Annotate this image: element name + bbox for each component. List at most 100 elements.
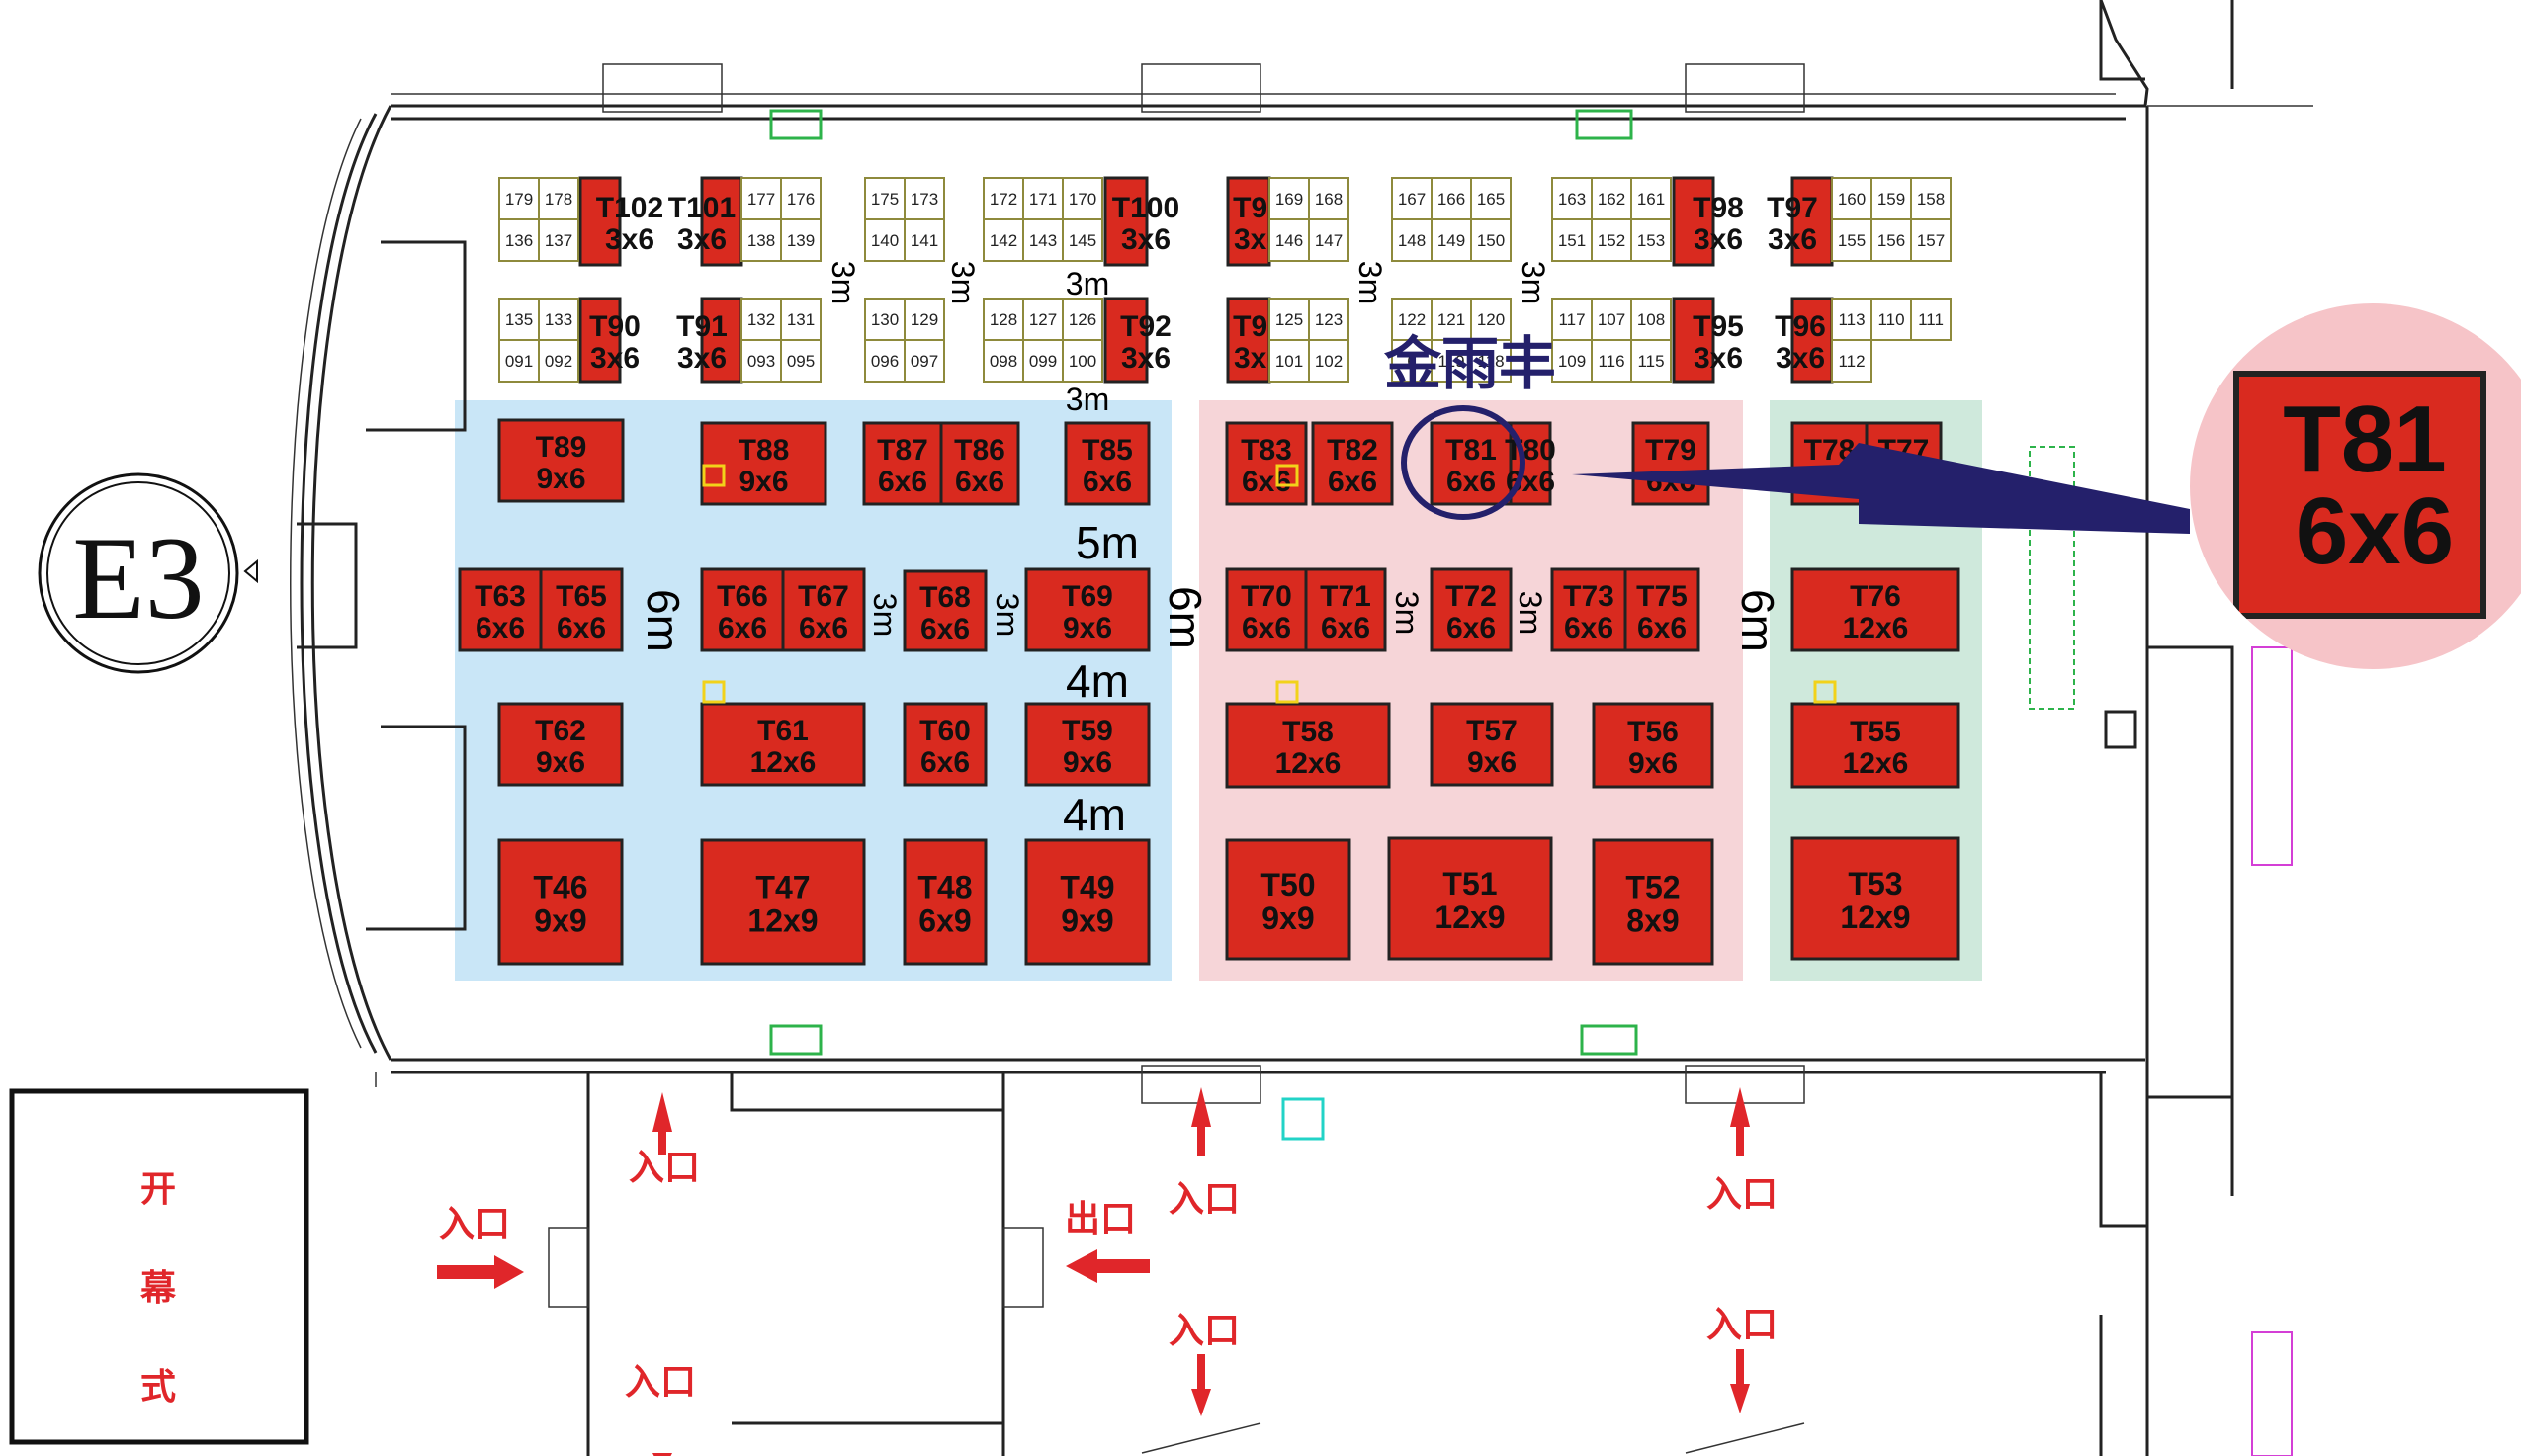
small-booth[interactable]: 107 (1591, 298, 1632, 341)
small-booth[interactable]: 123 (1308, 298, 1349, 341)
booth-rect[interactable] (1592, 838, 1714, 966)
small-booth[interactable]: 119 (1431, 339, 1472, 383)
booth-rect[interactable] (862, 421, 943, 506)
small-booth[interactable]: 110 (1870, 298, 1912, 341)
small-booth[interactable]: 147 (1308, 218, 1349, 262)
small-booth-rect[interactable] (538, 218, 579, 262)
small-booth[interactable]: 166 (1431, 177, 1472, 220)
small-booth[interactable]: 156 (1870, 218, 1912, 262)
small-booth-rect[interactable] (498, 218, 540, 262)
booth-rect[interactable] (539, 567, 624, 652)
booth-rect[interactable] (700, 702, 866, 787)
booth-rect[interactable] (497, 702, 624, 787)
small-booth[interactable]: 170 (1062, 177, 1103, 220)
small-booth[interactable]: 101 (1268, 339, 1310, 383)
booth-rect[interactable] (700, 176, 743, 267)
small-booth-rect[interactable] (1470, 218, 1512, 262)
small-booth[interactable]: 160 (1831, 177, 1872, 220)
small-booth[interactable]: 096 (864, 339, 906, 383)
booth-rect[interactable] (781, 567, 866, 652)
small-booth-rect[interactable] (1022, 339, 1064, 383)
booth-rect[interactable] (1790, 836, 1960, 961)
booth-rect[interactable] (1024, 838, 1151, 966)
booth-rect[interactable] (578, 176, 622, 267)
small-booth-rect[interactable] (740, 339, 782, 383)
small-booth-rect[interactable] (1551, 218, 1593, 262)
small-booth[interactable]: 155 (1831, 218, 1872, 262)
booth-rect[interactable] (1430, 421, 1513, 506)
booth-rect[interactable] (1304, 567, 1387, 652)
booth-rect[interactable] (1225, 838, 1351, 961)
small-booth[interactable]: 163 (1551, 177, 1593, 220)
booth-rect[interactable] (497, 838, 624, 966)
small-booth[interactable]: 178 (538, 177, 579, 220)
small-booth-rect[interactable] (983, 298, 1024, 341)
small-booth-rect[interactable] (498, 298, 540, 341)
small-booth[interactable]: 120 (1470, 298, 1512, 341)
small-booth-rect[interactable] (1431, 177, 1472, 220)
small-booth-rect[interactable] (1391, 339, 1433, 383)
small-booth[interactable]: 138 (740, 218, 782, 262)
small-booth-rect[interactable] (1831, 218, 1872, 262)
small-booth[interactable]: 118 (1470, 339, 1512, 383)
small-booth[interactable]: 109 (1551, 339, 1593, 383)
booth-rect[interactable] (903, 838, 988, 966)
small-booth-rect[interactable] (864, 218, 906, 262)
small-booth-rect[interactable] (1268, 339, 1310, 383)
small-booth-rect[interactable] (1431, 339, 1472, 383)
small-booth[interactable]: 145 (1062, 218, 1103, 262)
booth-rect[interactable] (1226, 297, 1271, 384)
booth-rect[interactable] (1623, 567, 1700, 652)
small-booth[interactable]: 116 (1591, 339, 1632, 383)
small-booth-rect[interactable] (1022, 177, 1064, 220)
small-booth-rect[interactable] (538, 339, 579, 383)
small-booth[interactable]: 115 (1630, 339, 1672, 383)
small-booth[interactable]: 148 (1391, 218, 1433, 262)
small-booth-rect[interactable] (1062, 218, 1103, 262)
small-booth-rect[interactable] (1022, 298, 1064, 341)
booth-rect[interactable] (1103, 297, 1149, 384)
small-booth-rect[interactable] (1630, 339, 1672, 383)
small-booth[interactable]: 150 (1470, 218, 1512, 262)
small-booth[interactable]: 161 (1630, 177, 1672, 220)
small-booth-rect[interactable] (740, 298, 782, 341)
small-booth-rect[interactable] (1831, 177, 1872, 220)
small-booth-rect[interactable] (864, 339, 906, 383)
small-booth-rect[interactable] (1431, 218, 1472, 262)
small-booth[interactable]: 165 (1470, 177, 1512, 220)
small-booth-rect[interactable] (1308, 177, 1349, 220)
small-booth-rect[interactable] (498, 339, 540, 383)
small-booth[interactable]: 173 (904, 177, 945, 220)
small-booth-rect[interactable] (780, 177, 822, 220)
small-booth-rect[interactable] (983, 218, 1024, 262)
booth-rect[interactable] (1592, 702, 1714, 789)
booth-rect[interactable] (1064, 421, 1151, 506)
small-booth[interactable]: 172 (983, 177, 1024, 220)
small-booth[interactable]: 100 (1062, 339, 1103, 383)
small-booth-rect[interactable] (1870, 298, 1912, 341)
small-booth[interactable]: 141 (904, 218, 945, 262)
small-booth-rect[interactable] (1910, 298, 1952, 341)
small-booth[interactable]: 157 (1910, 218, 1952, 262)
small-booth-rect[interactable] (1630, 218, 1672, 262)
small-booth[interactable]: 102 (1308, 339, 1349, 383)
small-booth[interactable]: 142 (983, 218, 1024, 262)
